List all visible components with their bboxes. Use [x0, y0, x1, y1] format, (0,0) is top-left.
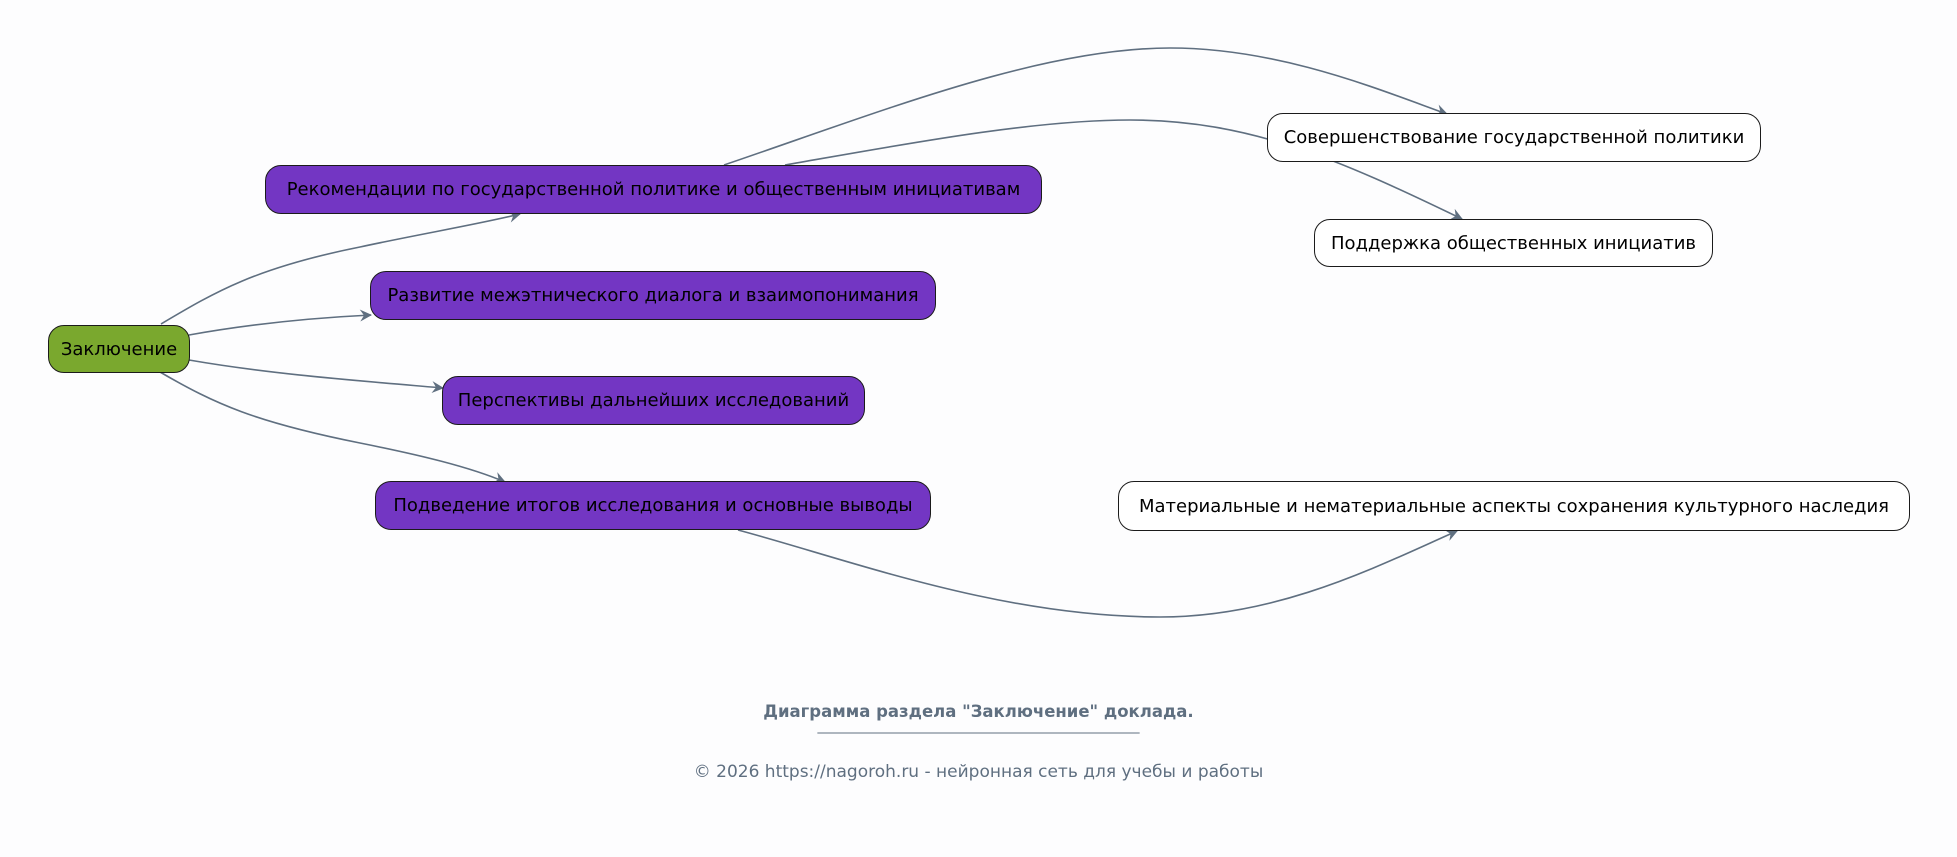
node-summary-conclusions[interactable]: Подведение итогов исследования и основны… [375, 481, 931, 530]
node-research-perspectives-label: Перспективы дальнейших исследований [457, 390, 850, 411]
copyright-text: © 2026 https://nagoroh.ru - нейронная се… [693, 762, 1264, 782]
node-root-label: Заключение [60, 338, 178, 360]
node-dialogue-development-label: Развитие межэтнического диалога и взаимо… [387, 285, 919, 306]
edge-root-dev [188, 309, 372, 336]
diagram-caption: Диаграмма раздела "Заключение" доклада. [763, 702, 1194, 721]
node-recommendations[interactable]: Рекомендации по государственной политике… [265, 165, 1042, 214]
edge-rec-impr [723, 47, 1448, 166]
edge-summ-mat [737, 529, 1458, 618]
edge-root-persp [188, 359, 444, 394]
node-public-initiatives-support[interactable]: Поддержка общественных инициатив [1314, 219, 1713, 267]
node-public-initiatives-support-label: Поддержка общественных инициатив [1330, 232, 1697, 254]
node-recommendations-label: Рекомендации по государственной политике… [286, 179, 1021, 200]
node-policy-improvement-label: Совершенствование государственной полити… [1283, 127, 1745, 148]
edge-rec-supp [784, 119, 1463, 220]
node-research-perspectives[interactable]: Перспективы дальнейших исследований [442, 376, 865, 425]
node-dialogue-development[interactable]: Развитие межэтнического диалога и взаимо… [370, 271, 936, 320]
node-cultural-heritage-label: Материальные и нематериальные аспекты со… [1139, 495, 1889, 517]
node-policy-improvement[interactable]: Совершенствование государственной полити… [1267, 113, 1761, 162]
edge-root-summ [159, 371, 506, 484]
edge-root-rec [160, 210, 521, 325]
node-root[interactable]: Заключение [48, 325, 190, 373]
footer-divider: ________________________________________… [817, 718, 1140, 734]
node-cultural-heritage[interactable]: Материальные и нематериальные аспекты со… [1118, 481, 1910, 531]
node-summary-conclusions-label: Подведение итогов исследования и основны… [393, 495, 913, 516]
